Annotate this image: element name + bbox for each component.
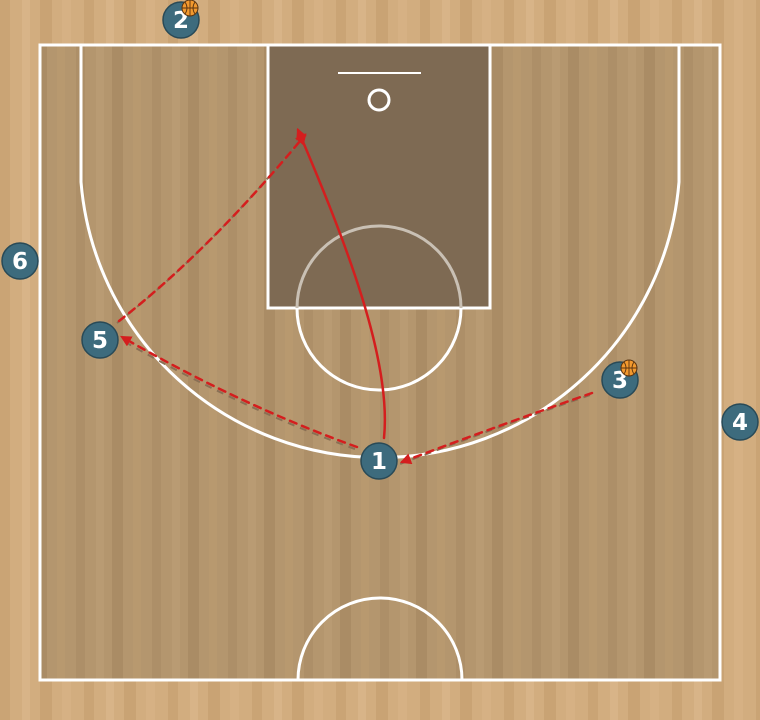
- action-dribble-3-to-1: [399, 391, 594, 465]
- action-dribble-5-to-basket: [117, 133, 307, 323]
- basketball-icon: [620, 359, 638, 377]
- action-shadow: [119, 338, 356, 450]
- player-number: 4: [732, 410, 748, 436]
- player-number: 1: [371, 449, 387, 475]
- player-3[interactable]: 3: [601, 359, 639, 399]
- center-circle: [296, 596, 464, 681]
- player-marker: [360, 442, 398, 480]
- action-dribble-1-to-5: [120, 335, 359, 449]
- player-5[interactable]: 5: [81, 321, 119, 359]
- action-cut-1-to-basket: [296, 127, 387, 440]
- player-4[interactable]: 4: [721, 403, 759, 441]
- player-1[interactable]: 1: [360, 442, 398, 480]
- player-2[interactable]: 2: [162, 0, 200, 39]
- player-number: 5: [92, 328, 108, 354]
- basketball-icon: [181, 0, 199, 17]
- player-number: 6: [12, 249, 28, 275]
- paint-area: [268, 45, 490, 308]
- player-marker: [1, 242, 39, 280]
- basket-rim: [367, 88, 391, 112]
- free-throw-circle-top: [295, 224, 463, 309]
- player-marker: [81, 321, 119, 359]
- player-6[interactable]: 6: [1, 242, 39, 280]
- player-marker: [721, 403, 759, 441]
- free-throw-circle-bottom: [295, 307, 463, 392]
